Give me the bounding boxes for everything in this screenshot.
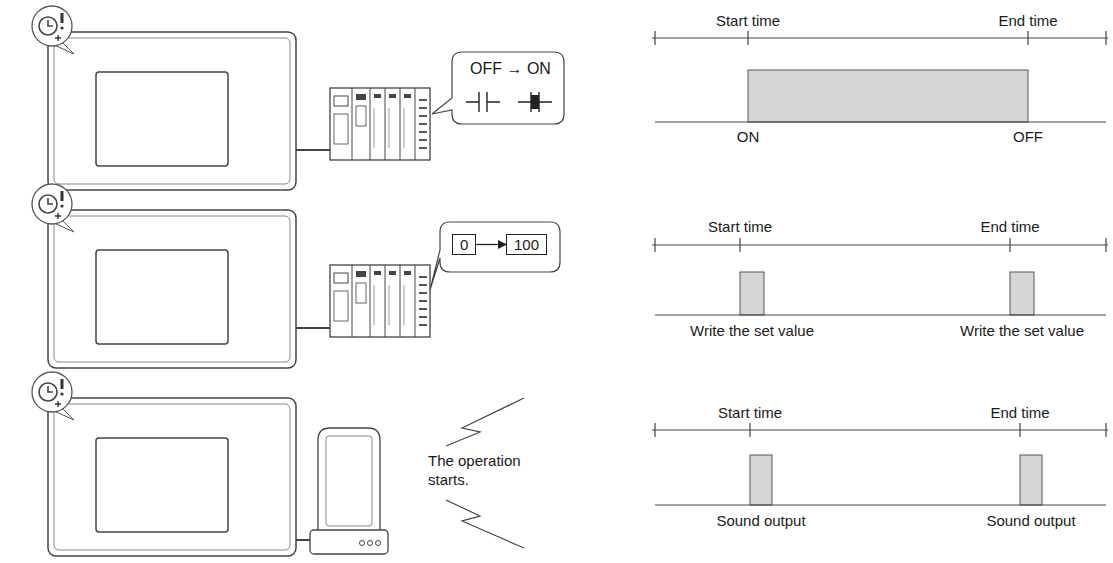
- node-text: 100: [514, 236, 539, 253]
- closed-contact-symbol: [518, 92, 552, 112]
- time-label: End time: [998, 12, 1057, 29]
- open-contact-symbol: [466, 92, 500, 112]
- callout-text: OFF → ON: [466, 58, 555, 80]
- sound-pulse: [750, 455, 772, 505]
- time-label: End time: [990, 404, 1049, 421]
- cable: [296, 149, 330, 151]
- buzzer-button: [360, 541, 365, 546]
- got-panel: [32, 372, 296, 556]
- sound-wave: [446, 500, 524, 548]
- baseline: [655, 314, 1106, 315]
- event-label: Sound output: [986, 512, 1075, 529]
- time-axis: [652, 37, 1108, 38]
- time-ticks: [655, 31, 1106, 45]
- plc-unit: [330, 265, 430, 337]
- buzzer-body: [318, 428, 380, 540]
- got-panel: [32, 6, 296, 190]
- baseline: [655, 121, 1106, 122]
- buzzer-button: [376, 541, 381, 546]
- time-axis: [652, 244, 1108, 245]
- node-text: OFF → ON: [470, 60, 551, 78]
- state-label: OFF: [1013, 128, 1043, 145]
- on-period-bar: [748, 70, 1028, 122]
- callout-bubble: [430, 222, 560, 290]
- state-label: ON: [737, 128, 760, 145]
- write-pulse: [1010, 272, 1034, 315]
- callout-bubble: [432, 52, 564, 124]
- time-label: Start time: [716, 12, 780, 29]
- time-ticks: [655, 238, 1106, 252]
- value-box: 0: [452, 234, 476, 255]
- cable: [296, 539, 310, 541]
- buzzer-face: [326, 436, 372, 526]
- baseline: [655, 504, 1106, 505]
- event-label: Write the set value: [960, 322, 1084, 339]
- value-box: 100: [506, 234, 547, 255]
- arrow-connector: [476, 244, 506, 245]
- time-label: End time: [980, 218, 1039, 235]
- event-label: Sound output: [716, 512, 805, 529]
- got-panel: [32, 184, 296, 368]
- event-label: Write the set value: [690, 322, 814, 339]
- note-text: The operation starts.: [428, 452, 546, 490]
- sound-wave: [446, 398, 524, 446]
- write-pulse: [740, 272, 764, 315]
- plc-unit: [330, 88, 430, 160]
- buzzer-button: [368, 541, 373, 546]
- time-label: Start time: [718, 404, 782, 421]
- cable: [296, 327, 330, 329]
- time-label: Start time: [708, 218, 772, 235]
- time-ticks: [655, 423, 1106, 437]
- time-axis: [652, 429, 1108, 430]
- buzzer-base: [310, 530, 388, 554]
- node-text: 0: [460, 236, 468, 253]
- sound-pulse: [1020, 455, 1042, 505]
- closed-contact-fill: [531, 95, 539, 109]
